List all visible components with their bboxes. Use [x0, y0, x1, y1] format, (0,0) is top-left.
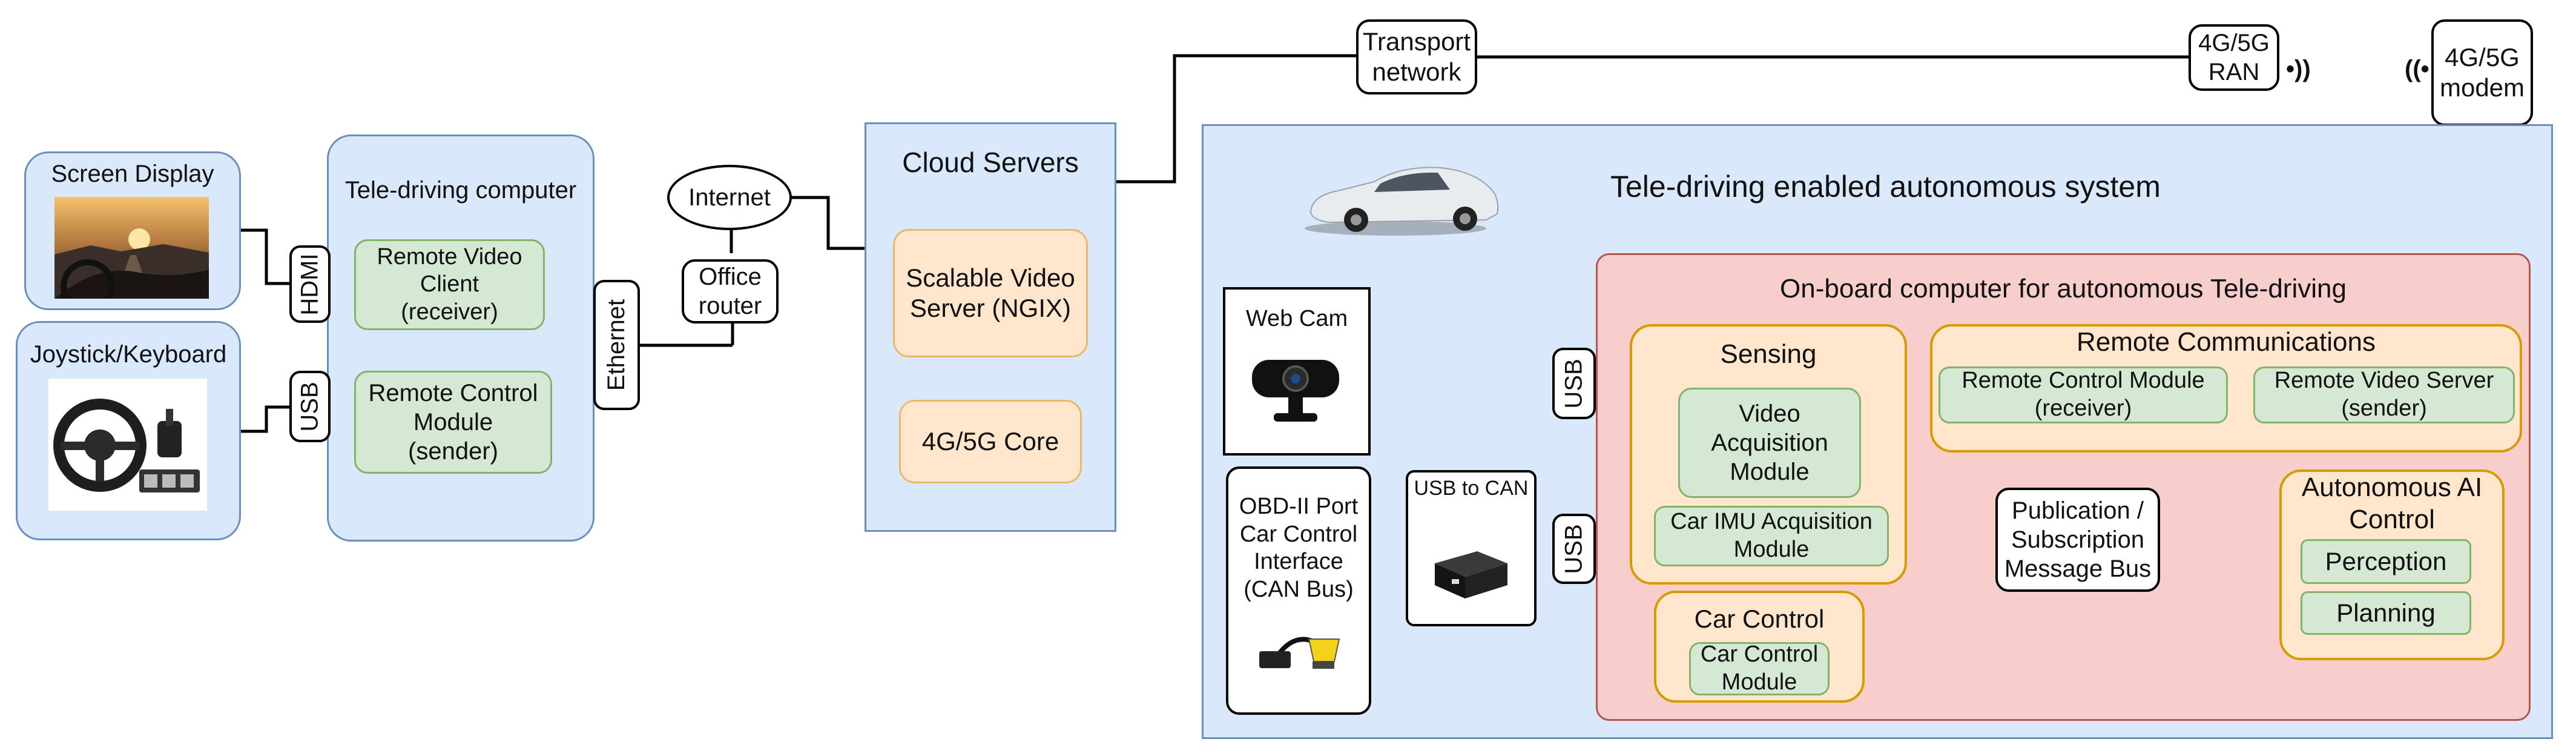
autonomous-system-label: Tele-driving enabled autonomous system: [1610, 170, 2161, 204]
office-router: Office router: [682, 259, 779, 323]
hdmi-label: HDMI: [296, 253, 323, 316]
car-icon: [1305, 167, 1499, 236]
video-acquisition-module: Video Acquisition Module: [1678, 388, 1861, 498]
remote-video-sender-label: Remote Video Server (sender): [2274, 368, 2494, 421]
planning-label: Planning: [2336, 598, 2436, 627]
wireless-signal-icon-modem: ((•: [2405, 56, 2429, 82]
usb-webcam-label: USB: [1560, 358, 1587, 409]
remote-control-module-sender: Remote Control Module (sender): [354, 371, 552, 474]
webcam-icon: [1252, 360, 1339, 422]
ethernet-label: Ethernet: [603, 299, 630, 391]
cloud-servers-label: Cloud Servers: [902, 147, 1079, 178]
ai-control-label: Autonomous AI Control: [2301, 472, 2483, 534]
joystick-keyboard-label: Joystick/Keyboard: [30, 341, 227, 368]
internet-cloud: Internet: [667, 165, 792, 230]
tele-driving-computer: Tele-driving computer: [327, 134, 595, 542]
remote-control-module-sender-label: Remote Control Module (sender): [368, 380, 538, 465]
obd-cable-icon: [1259, 637, 1340, 669]
imu-acquisition-module: Car IMU Acquisition Module: [1654, 506, 1889, 566]
remote-video-client-label: Remote Video Client (receiver): [377, 244, 522, 325]
transport-network-label: Transport network: [1362, 27, 1471, 86]
pubsub-message-bus: Publication / Subscription Message Bus: [1995, 488, 2160, 592]
car-control-label: Car Control: [1694, 605, 1825, 633]
planning-module: Planning: [2301, 591, 2471, 635]
car-control-module-label: Car Control Module: [1700, 642, 1819, 695]
imu-acquisition-module-label: Car IMU Acquisition Module: [1670, 509, 1873, 562]
sensing-label: Sensing: [1720, 339, 1817, 369]
remote-comms-label: Remote Communications: [2077, 327, 2376, 357]
perception-module: Perception: [2301, 539, 2471, 584]
ran-label: 4G/5G RAN: [2198, 30, 2270, 85]
remote-video-sender: Remote Video Server (sender): [2253, 366, 2515, 423]
ran: 4G/5G RAN: [2189, 24, 2279, 91]
steering-wheel-icon: [48, 379, 207, 511]
remote-control-receiver: Remote Control Module (receiver): [1939, 366, 2228, 423]
modem: 4G/5G modem: [2431, 19, 2533, 126]
transport-network: Transport network: [1356, 19, 1477, 94]
usb-left-label: USB: [296, 381, 323, 432]
internet-label: Internet: [688, 184, 771, 211]
mobile-core-label: 4G/5G Core: [921, 426, 1059, 456]
usb-to-can-box: USB to CAN: [1406, 470, 1537, 626]
usb-can-label: USB: [1560, 523, 1587, 574]
modem-label: 4G/5G modem: [2439, 42, 2525, 102]
remote-control-receiver-label: Remote Control Module (receiver): [1962, 368, 2205, 421]
pubsub-message-bus-label: Publication / Subscription Message Bus: [2004, 497, 2152, 582]
usb-port-can: USB: [1552, 514, 1596, 584]
onboard-computer-label: On-board computer for autonomous Tele-dr…: [1780, 274, 2347, 303]
tele-driving-computer-label: Tele-driving computer: [344, 177, 577, 204]
video-server-ngix: Scalable Video Server (NGIX): [893, 229, 1088, 357]
wireless-signal-icon: •)): [2286, 56, 2311, 82]
usb-port-left: USB: [289, 371, 331, 442]
remote-video-client: Remote Video Client (receiver): [354, 239, 545, 330]
obd-port-box: OBD-II Port Car Control Interface (CAN B…: [1226, 466, 1371, 715]
ethernet-port: Ethernet: [593, 280, 640, 410]
usb-to-can-label: USB to CAN: [1414, 477, 1529, 500]
screen-display-label: Screen Display: [51, 161, 214, 187]
usb-can-adapter-icon: [1435, 551, 1507, 598]
perception-label: Perception: [2325, 546, 2447, 575]
video-acquisition-module-label: Video Acquisition Module: [1711, 400, 1828, 485]
car-control-module: Car Control Module: [1689, 642, 1830, 695]
video-server-ngix-label: Scalable Video Server (NGIX): [906, 263, 1075, 322]
mobile-core: 4G/5G Core: [899, 400, 1082, 483]
obd-port-label: OBD-II Port Car Control Interface (CAN B…: [1239, 494, 1359, 602]
web-cam-label: Web Cam: [1245, 306, 1348, 331]
hdmi-port: HDMI: [289, 245, 331, 323]
office-router-label: Office router: [698, 264, 762, 319]
driving-screen-icon: [54, 197, 209, 299]
usb-port-webcam: USB: [1552, 348, 1596, 419]
